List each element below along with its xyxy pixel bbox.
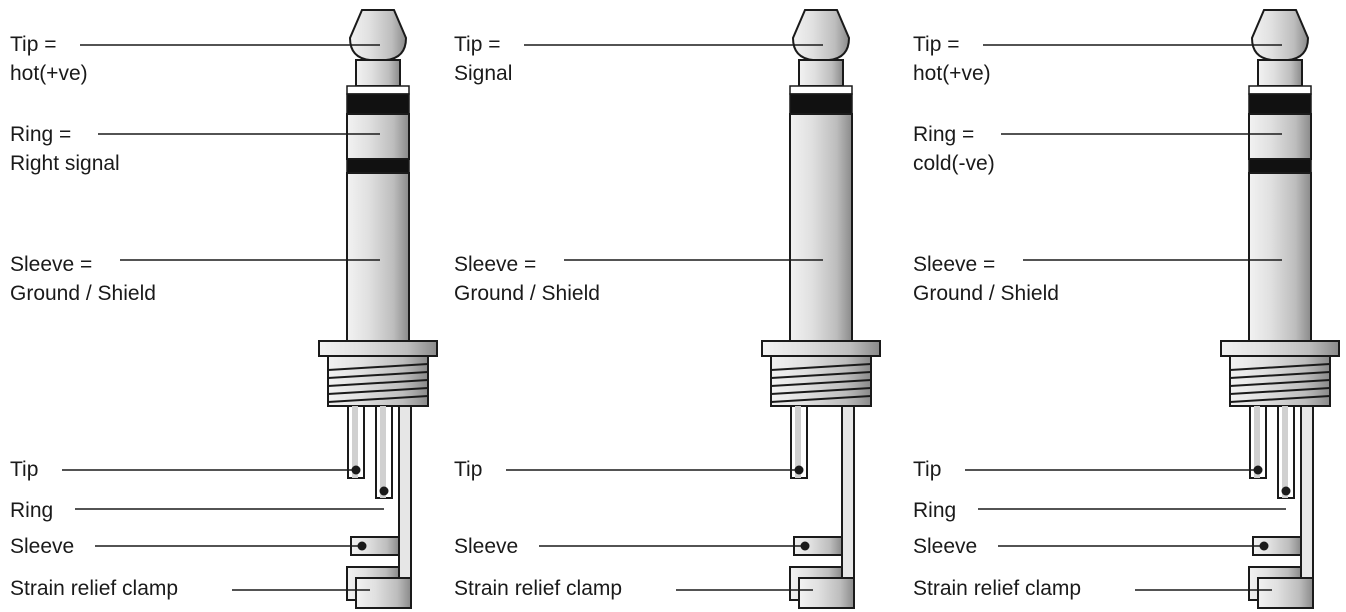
- plug3-insulator-1: [1248, 93, 1312, 115]
- plug2-tip-terminal-shade: [795, 406, 801, 478]
- plug2-sleeve: [789, 113, 853, 342]
- plug1-sleeve-label: Sleeve =Ground / Shield: [10, 253, 156, 305]
- plug2-insulator-1: [789, 93, 853, 115]
- plug3-thread-line: [1229, 371, 1331, 379]
- plug1-sleeve: [346, 172, 410, 342]
- plug3-band-white: [1248, 85, 1312, 95]
- plug1-insulator-2: [346, 158, 410, 174]
- plug1-band-white: [346, 85, 410, 95]
- plug3-clamp-front: [1257, 577, 1314, 609]
- plug2-solder-sleeve-label: Sleeve: [454, 535, 519, 558]
- plug2-tip: [791, 9, 851, 61]
- plug1-ring-terminal-shade: [380, 406, 386, 498]
- plug2-band-white: [789, 85, 853, 95]
- plug3-ring: [1248, 113, 1312, 160]
- plug2-sleeve-label: Sleeve =Ground / Shield: [454, 253, 600, 305]
- plug3-thread-line: [1229, 379, 1331, 387]
- plug3-insulator-2: [1248, 158, 1312, 174]
- plug3-tip-label: Tip =hot(+ve): [913, 33, 991, 85]
- plug2-thread-line: [770, 395, 872, 403]
- plug1-solder-tip-label: Tip: [10, 458, 39, 481]
- plug3-ring-terminal-shade: [1282, 406, 1288, 498]
- plug1-ring: [346, 113, 410, 160]
- plug1-tip-neck: [355, 59, 401, 87]
- plug3-sleeve-terminal: [1300, 405, 1314, 607]
- plug2-tip-label: Tip =Signal: [454, 33, 513, 85]
- plug3-solder-tip-label: Tip: [913, 458, 942, 481]
- plug2-tip-neck: [798, 59, 844, 87]
- plug1-clamp-front: [355, 577, 412, 609]
- plug3-solder-ring-label: Ring: [913, 499, 957, 522]
- plug2-thread-line: [770, 371, 872, 379]
- plug2-clamp-front: [798, 577, 855, 609]
- plug1-sleeve-terminal: [398, 405, 412, 607]
- plug3-sleeve-label: Sleeve =Ground / Shield: [913, 253, 1059, 305]
- plug1-thread-line: [327, 371, 429, 379]
- plug1-insulator-1: [346, 93, 410, 115]
- plug2-thread-line: [770, 363, 872, 371]
- plug1-solder-ring-label: Ring: [10, 499, 54, 522]
- plug3-thread-line: [1229, 395, 1331, 403]
- plug1-ring-label: Ring =Right signal: [10, 123, 120, 175]
- plug1-thread-line: [327, 387, 429, 395]
- plug1-tip: [348, 9, 408, 61]
- plug1-thread-line: [327, 395, 429, 403]
- plug1-thread-line: [327, 363, 429, 371]
- plug1-tip-label: Tip =hot(+ve): [10, 33, 88, 85]
- plug2-clamp-label: Strain relief clamp: [454, 577, 623, 600]
- plug2-collar: [761, 340, 881, 357]
- plug3-sleeve: [1248, 172, 1312, 342]
- plug2-thread-line: [770, 387, 872, 395]
- plug3-ring-label: Ring =cold(-ve): [913, 123, 995, 175]
- plug3-ring-solder-point: [1281, 486, 1291, 496]
- plug2-solder-tip-label: Tip: [454, 458, 483, 481]
- plug3-collar: [1220, 340, 1340, 357]
- plug3-thread-line: [1229, 387, 1331, 395]
- plug1-clamp-label: Strain relief clamp: [10, 577, 179, 600]
- plug2-sleeve-terminal: [841, 405, 855, 607]
- plug3-tip-terminal-shade: [1254, 406, 1260, 478]
- plug3-thread-line: [1229, 363, 1331, 371]
- plug3-tip-neck: [1257, 59, 1303, 87]
- plug1-ring-solder-point: [379, 486, 389, 496]
- plug1-collar: [318, 340, 438, 357]
- plug2-thread-line: [770, 379, 872, 387]
- plug3-tip: [1250, 9, 1310, 61]
- plug3-clamp-label: Strain relief clamp: [913, 577, 1082, 600]
- plug1-thread-line: [327, 379, 429, 387]
- plug1-solder-sleeve-label: Sleeve: [10, 535, 75, 558]
- plug3-solder-sleeve-label: Sleeve: [913, 535, 978, 558]
- plug1-tip-terminal-shade: [352, 406, 358, 478]
